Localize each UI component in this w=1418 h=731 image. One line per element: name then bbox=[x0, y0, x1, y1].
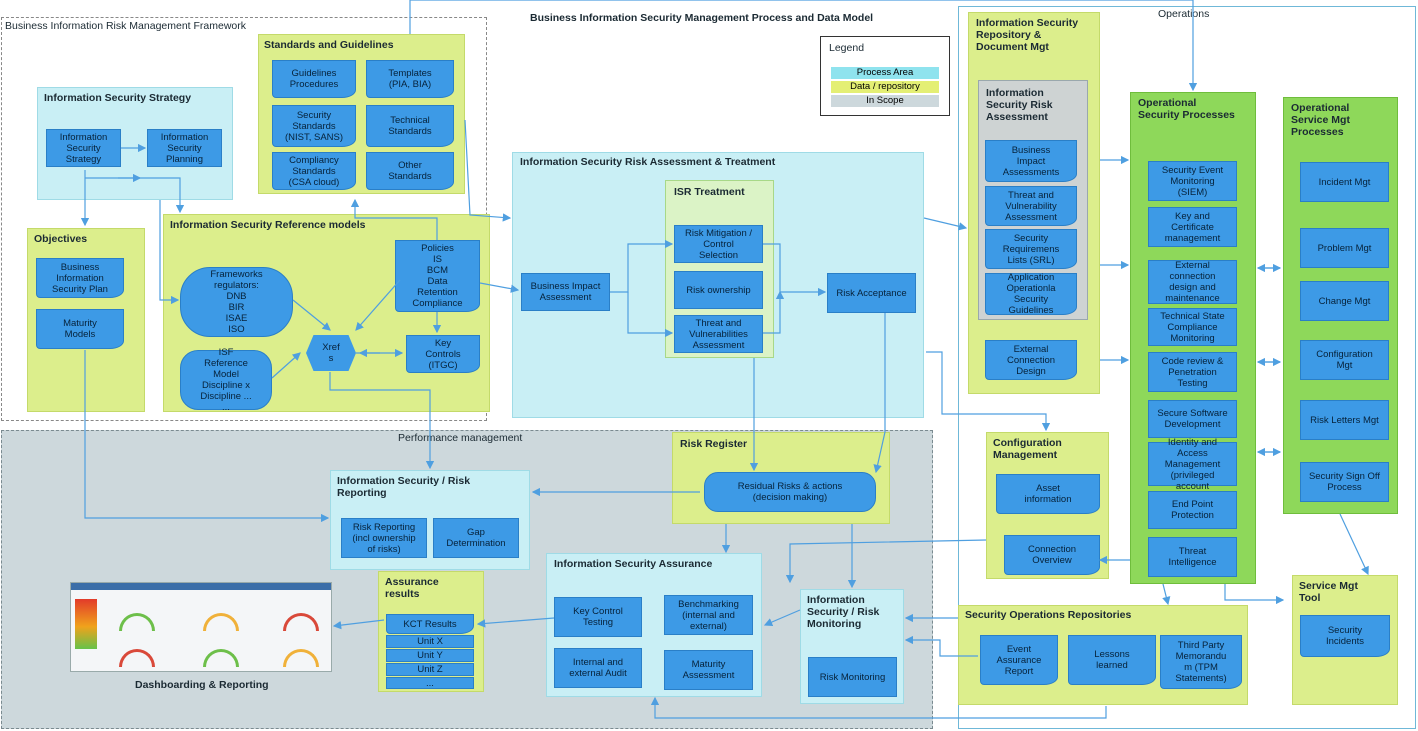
business-impact-assessment: Business Impact Assessment bbox=[521, 273, 610, 311]
reference-title: Information Security Reference models bbox=[170, 219, 366, 231]
risk-letters-mgt: Risk Letters Mgt bbox=[1300, 400, 1389, 440]
unit-more: ... bbox=[386, 677, 474, 689]
gauge bbox=[203, 613, 239, 631]
reporting-title: Information Security / Risk Reporting bbox=[337, 475, 471, 499]
configuration-mgt: Configuration Mgt bbox=[1300, 340, 1389, 380]
legend-process-area: Process Area bbox=[831, 67, 939, 79]
gauge bbox=[203, 649, 239, 667]
incident-mgt: Incident Mgt bbox=[1300, 162, 1389, 202]
maturity-models: Maturity Models bbox=[36, 309, 124, 349]
gauge bbox=[283, 613, 319, 631]
dashboard-heatmap bbox=[75, 599, 97, 649]
maturity-assessment: Maturity Assessment bbox=[664, 650, 753, 690]
assurance-results-title: Assurance results bbox=[385, 576, 439, 600]
frameworks-regulators: Frameworks regulators: DNB BIR ISAE ISO bbox=[180, 267, 293, 337]
unit-y: Unit Y bbox=[386, 649, 474, 662]
security-requirements-lists: Security Requiremens Lists (SRL) bbox=[985, 229, 1077, 269]
kct-results: KCT Results bbox=[386, 614, 474, 634]
security-standards: Security Standards (NIST, SANS) bbox=[272, 105, 356, 147]
risk-ownership: Risk ownership bbox=[674, 271, 763, 309]
unit-z: Unit Z bbox=[386, 663, 474, 676]
end-point-protection: End Point Protection bbox=[1148, 491, 1237, 529]
threat-vulnerabilities-assessment: Threat and Vulnerabilities Assessment bbox=[674, 315, 763, 353]
legend-title: Legend bbox=[829, 42, 865, 54]
problem-mgt: Problem Mgt bbox=[1300, 228, 1389, 268]
objectives-title: Objectives bbox=[34, 233, 88, 245]
repository-title: Information Security Repository & Docume… bbox=[976, 17, 1079, 53]
change-mgt: Change Mgt bbox=[1300, 281, 1389, 321]
standards-title: Standards and Guidelines bbox=[264, 39, 394, 51]
risk-reporting: Risk Reporting (incl ownership of risks) bbox=[341, 518, 427, 558]
risk-register-title: Risk Register bbox=[680, 438, 748, 450]
risk-mitigation-control-selection: Risk Mitigation / Control Selection bbox=[674, 225, 763, 263]
technical-standards: Technical Standards bbox=[366, 105, 454, 147]
threat-intelligence: Threat Intelligence bbox=[1148, 537, 1237, 577]
dashboard-thumbnail bbox=[70, 582, 332, 672]
secops-repo-title: Security Operations Repositories bbox=[965, 609, 1132, 621]
benchmarking: Benchmarking (internal and external) bbox=[664, 595, 753, 635]
gauge bbox=[119, 649, 155, 667]
risk-monitoring: Risk Monitoring bbox=[808, 657, 897, 697]
dashboard-header-bar bbox=[71, 583, 331, 590]
security-sign-off-process: Security Sign Off Process bbox=[1300, 462, 1389, 502]
gauge bbox=[119, 613, 155, 631]
event-assurance-report: Event Assurance Report bbox=[980, 635, 1058, 685]
security-incidents: Security Incidents bbox=[1300, 615, 1390, 657]
lessons-learned: Lessons learned bbox=[1068, 635, 1156, 685]
legend-data-repository: Data / repository bbox=[831, 81, 939, 93]
ops-security-title: Operational Security Processes bbox=[1138, 97, 1235, 121]
assessment-title: Information Security Risk Assessment & T… bbox=[520, 156, 776, 168]
operations-label: Operations bbox=[1158, 8, 1210, 20]
legend: Legend Process Area Data / repository In… bbox=[820, 36, 950, 116]
dashboard-caption: Dashboarding & Reporting bbox=[135, 679, 269, 691]
diagram-title: Business Information Security Management… bbox=[530, 12, 874, 24]
secure-software-development: Secure Software Development bbox=[1148, 400, 1237, 438]
guidelines-procedures: Guidelines Procedures bbox=[272, 60, 356, 98]
isf-reference-model: ISF Reference Model Discipline x Discipl… bbox=[180, 347, 272, 413]
unit-x: Unit X bbox=[386, 635, 474, 648]
config-title: Configuration Management bbox=[993, 437, 1062, 461]
compliancy-standards: Compliancy Standards (CSA cloud) bbox=[272, 152, 356, 190]
treatment-title: ISR Treatment bbox=[674, 186, 745, 198]
business-information-security-plan: Business Information Security Plan bbox=[36, 258, 124, 298]
other-standards: Other Standards bbox=[366, 152, 454, 190]
policies: Policies IS BCM Data Retention Complianc… bbox=[395, 240, 480, 312]
business-impact-assessments-repo: Business Impact Assessments bbox=[985, 140, 1077, 182]
internal-external-audit: Internal and external Audit bbox=[554, 648, 642, 688]
security-event-monitoring-siem: Security Event Monitoring (SIEM) bbox=[1148, 161, 1237, 201]
monitoring-title: Information Security / Risk Monitoring bbox=[807, 594, 880, 630]
residual-risks-actions: Residual Risks & actions (decision makin… bbox=[704, 472, 876, 512]
service-tool-title: Service Mgt Tool bbox=[1299, 580, 1358, 604]
technical-state-compliance-monitoring: Technical State Compliance Monitoring bbox=[1148, 308, 1237, 346]
performance-title: Performance management bbox=[398, 432, 523, 444]
application-operational-security-guidelines: Application Operationla Security Guideli… bbox=[985, 272, 1077, 316]
connection-overview: Connection Overview bbox=[1004, 535, 1100, 575]
gauge bbox=[283, 649, 319, 667]
repository-sub-title: Information Security Risk Assessment bbox=[986, 87, 1053, 123]
key-controls-itgc: Key Controls (ITGC) bbox=[406, 335, 480, 373]
identity-access-management: Identity and Access Management (privileg… bbox=[1148, 437, 1237, 492]
key-control-testing: Key Control Testing bbox=[554, 597, 642, 637]
threat-vulnerability-assessment-repo: Threat and Vulnerability Assessment bbox=[985, 186, 1077, 226]
information-security-planning: Information Security Planning bbox=[147, 129, 222, 167]
external-connection-design: External Connection Design bbox=[985, 340, 1077, 380]
key-certificate-management: Key and Certificate management bbox=[1148, 207, 1237, 247]
legend-in-scope: In Scope bbox=[831, 95, 939, 107]
xrefs-node: Xref s bbox=[306, 335, 356, 371]
third-party-memorandum: Third Party Memorandu m (TPM Statements) bbox=[1160, 635, 1242, 689]
ops-service-title: Operational Service Mgt Processes bbox=[1291, 102, 1350, 138]
assurance-title: Information Security Assurance bbox=[554, 558, 713, 570]
templates-pia-bia: Templates (PIA, BIA) bbox=[366, 60, 454, 98]
asset-information: Asset information bbox=[996, 474, 1100, 514]
information-security-strategy: Information Security Strategy bbox=[46, 129, 121, 167]
framework-title: Business Information Risk Management Fra… bbox=[5, 20, 247, 32]
external-connection-design-maintenance: External connection design and maintenan… bbox=[1148, 260, 1237, 304]
code-review-penetration-testing: Code review & Penetration Testing bbox=[1148, 352, 1237, 392]
risk-acceptance: Risk Acceptance bbox=[827, 273, 916, 313]
strategy-title: Information Security Strategy bbox=[44, 92, 192, 104]
gap-determination: Gap Determination bbox=[433, 518, 519, 558]
